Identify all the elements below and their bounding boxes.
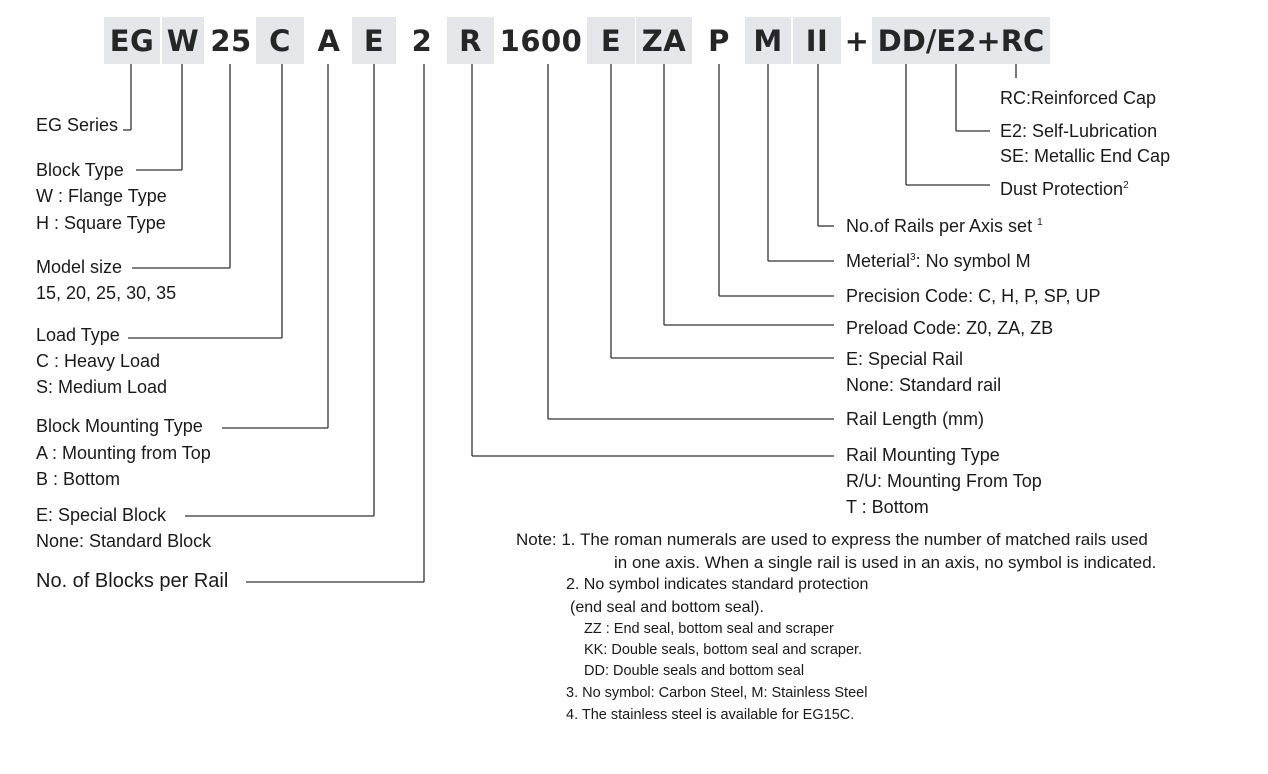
note-zz: ZZ : End seal, bottom seal and scraper [584,621,834,637]
code-segment: EG [104,17,160,64]
footnote-ref-1: 1 [1037,217,1043,228]
code-segment: E [352,17,396,64]
label-load-type-s: S: Medium Load [36,377,168,397]
label-rail-mounting-ru: R/U: Mounting From Top [846,471,1042,491]
label-rc: RC:Reinforced Cap [1000,88,1157,108]
code-segment: P [708,23,730,58]
notes-block: Note: 1. The roman numerals are used to … [516,529,1156,726]
label-model-size-values: 15, 20, 25, 30, 35 [36,283,177,303]
label-block-type: Block Type [36,160,124,180]
label-rail-mounting: Rail Mounting Type [846,445,1000,465]
footnote-ref-2: 2 [1123,180,1129,191]
note-dd: DD: Double seals and bottom seal [584,663,805,679]
label-precision: Precision Code: C, H, P, SP, UP [846,286,1101,306]
label-block-mounting-b: B : Bottom [36,469,121,489]
note-4: 4. The stainless steel is available for … [566,707,855,723]
note-3: 3. No symbol: Carbon Steel, M: Stainless… [566,685,868,701]
label-eg-series: EG Series [36,115,119,135]
code-segment: C [256,17,304,64]
label-e2: E2: Self-Lubrication [1000,121,1158,141]
code-segment: M [745,17,791,64]
label-rails-per-axis: No.of Rails per Axis set 1 [846,216,1043,236]
footnote-ref-3: 3 [910,252,916,263]
label-block-type-w: W : Flange Type [36,186,167,206]
label-preload: Preload Code: Z0, ZA, ZB [846,318,1054,338]
label-load-type-c: C : Heavy Load [36,351,161,371]
label-rail-mounting-t: T : Bottom [846,497,929,517]
label-load-type: Load Type [36,325,120,345]
code-segment: W [162,17,204,64]
code-segment: 25 [210,23,252,58]
code-segment: 2 [411,23,433,58]
note-kk: KK: Double seals, bottom seal and scrape… [584,642,863,658]
label-standard-rail: None: Standard rail [846,375,1002,395]
code-segment: E [587,17,635,64]
note-1-line-1: Note: 1. The roman numerals are used to … [516,530,1148,549]
note-1-line-2: in one axis. When a single rail is used … [614,553,1157,572]
label-blocks-per-rail: No. of Blocks per Rail [36,570,229,592]
code-segment: 1600 [499,23,583,58]
code-segment: A [317,23,341,58]
label-special-block: E: Special Block [36,505,167,525]
code-segment: ZA [636,17,692,64]
note-2-line-2: (end seal and bottom seal). [570,599,764,616]
label-se: SE: Metallic End Cap [1000,146,1171,166]
note-2-line-1: 2. No symbol indicates standard protecti… [566,576,869,593]
label-special-rail: E: Special Rail [846,349,964,369]
label-block-mounting-a: A : Mounting from Top [36,443,211,463]
code-segment: II [793,17,841,64]
label-material: Meterial3: No symbol M [846,251,1031,271]
label-rail-length: Rail Length (mm) [846,409,985,429]
label-block-mounting: Block Mounting Type [36,416,203,436]
label-model-size: Model size [36,257,123,277]
code-segment: R [447,17,494,64]
label-block-type-h: H : Square Type [36,213,166,233]
code-segment: + [844,23,870,58]
code-segment: DD/E2+RC [872,17,1050,64]
label-dust-protection: Dust Protection2 [1000,179,1129,199]
label-standard-block: None: Standard Block [36,531,212,551]
